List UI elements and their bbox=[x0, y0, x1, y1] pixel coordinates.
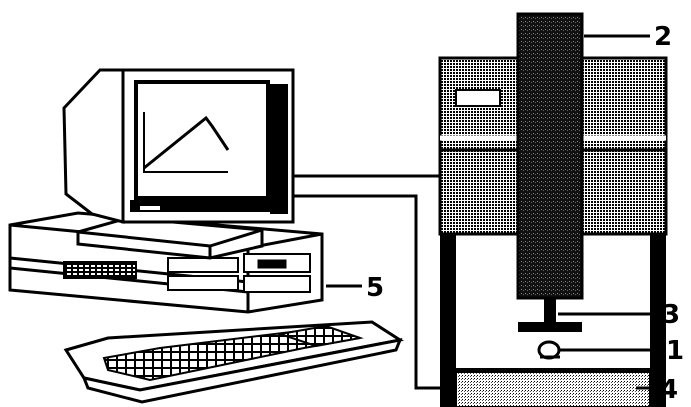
sensor-base bbox=[456, 372, 650, 407]
label-5: 5 bbox=[366, 273, 384, 303]
punch-stem bbox=[544, 298, 556, 324]
test-machine bbox=[440, 14, 666, 407]
label-3: 3 bbox=[662, 300, 680, 330]
loading-ram bbox=[518, 14, 582, 298]
punch-plate bbox=[518, 322, 582, 332]
monitor bbox=[64, 70, 293, 222]
computer bbox=[10, 70, 400, 402]
label-2: 2 bbox=[654, 22, 672, 52]
label-1: 1 bbox=[666, 336, 684, 366]
keyboard bbox=[66, 322, 400, 402]
left-column bbox=[440, 234, 456, 407]
monitor-screen bbox=[136, 82, 268, 198]
label-4: 4 bbox=[660, 375, 678, 405]
